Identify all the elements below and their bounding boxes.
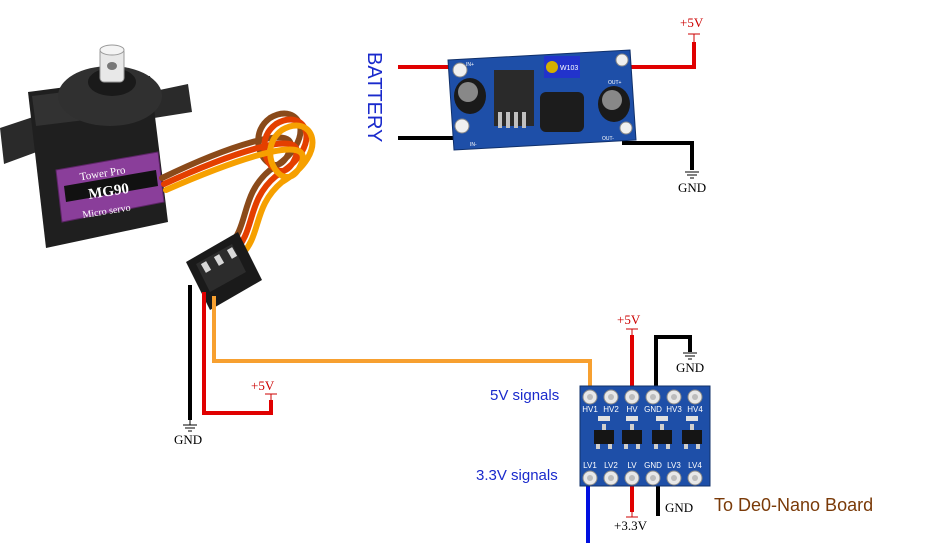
buck-regulator-board: W103 IN+ IN- OUT+ OUT-	[447, 49, 637, 151]
reg-gnd-label: GND	[678, 180, 706, 195]
lv-pin-label: LV1	[583, 461, 597, 470]
lv-pin-label: LV2	[604, 461, 618, 470]
mosfet-chip	[622, 430, 642, 444]
wire-reg-5v	[622, 42, 696, 69]
servo-connector	[186, 232, 262, 310]
label-5v-signals: 5V signals	[490, 387, 559, 404]
lv-pin-label: LV3	[667, 461, 681, 470]
battery-label: BATTERY	[363, 52, 385, 142]
lv-pin-label: LV	[627, 461, 637, 470]
ground-symbol	[183, 420, 197, 432]
pad-out-plus: OUT+	[608, 80, 622, 86]
destination-label: To De0-Nano Board	[714, 495, 873, 515]
wire-servo-signal	[212, 296, 592, 392]
servo-gnd-label: GND	[174, 432, 202, 447]
resistor	[598, 416, 610, 421]
reg-5v-label: +5V	[680, 15, 704, 30]
symbols	[183, 33, 700, 518]
servo-left-tab	[0, 116, 42, 164]
ground-symbol	[683, 352, 697, 360]
servo-model: MG90	[87, 181, 130, 203]
hv-pin-label: GND	[644, 405, 662, 414]
ground-symbol	[685, 171, 699, 179]
hv-pin-label: HV4	[687, 405, 703, 414]
hv-pin-label: HV	[626, 405, 638, 414]
pad-out-minus: OUT-	[602, 136, 614, 142]
shifter-gnd-label: GND	[676, 360, 704, 375]
resistor	[686, 416, 698, 421]
hv-pin-label: HV1	[582, 405, 598, 414]
label-33v-signals: 3.3V signals	[476, 467, 558, 484]
wires	[188, 42, 696, 543]
lv-pin-label: GND	[644, 461, 662, 470]
mosfet-chip	[652, 430, 672, 444]
mosfet-chip	[594, 430, 614, 444]
servo-cable	[159, 110, 316, 259]
shifter-lv-gnd-label: GND	[665, 500, 693, 515]
wire-reg-gnd	[622, 141, 694, 170]
mosfet-chip	[682, 430, 702, 444]
level-shifter-board: HV1 HV2 HV GND HV3 HV4 LV1 LV2 LV GND LV3 LV4	[579, 385, 711, 487]
shifter-5v-label: +5V	[617, 312, 641, 327]
servo-5v-label: +5V	[251, 378, 275, 393]
wire-shifter-gnd	[654, 335, 692, 392]
resistor	[626, 416, 638, 421]
pad-in-plus: IN+	[466, 62, 474, 68]
shifter-33v-label: +3.3V	[614, 518, 648, 533]
wire-servo-5v	[202, 292, 273, 415]
resistor	[656, 416, 668, 421]
hv-pin-label: HV2	[603, 405, 619, 414]
servo-motor: Tower Pro MG90 Micro servo	[0, 44, 192, 248]
pot-code: W103	[560, 65, 578, 72]
pad-in-minus: IN-	[470, 142, 477, 148]
hv-pin-label: HV3	[666, 405, 682, 414]
lv-pin-label: LV4	[688, 461, 702, 470]
